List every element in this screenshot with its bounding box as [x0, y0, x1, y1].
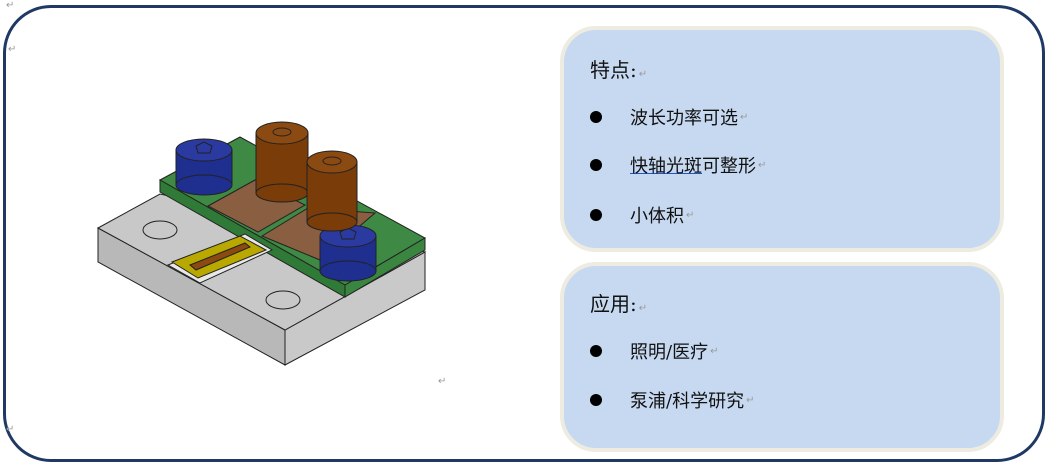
bullet-icon	[590, 345, 602, 357]
post-icon	[306, 150, 358, 232]
paragraph-mark: ↵	[6, 424, 15, 435]
bullet-icon	[590, 209, 602, 221]
features-title: 特点:↵	[590, 58, 648, 82]
paragraph-mark: ↵	[438, 376, 447, 387]
applications-title: 应用:↵	[590, 292, 648, 316]
bullet-icon	[590, 111, 602, 123]
bullet-icon	[590, 394, 602, 406]
applications-box: 应用:↵ 照明/医疗↵ 泵浦/科学研究↵	[560, 262, 1004, 452]
paragraph-mark: ↵	[8, 44, 17, 55]
feature-item: 快轴光斑可整形↵	[590, 152, 766, 178]
feature-item: 波长功率可选↵	[590, 104, 748, 130]
rounded-frame	[3, 5, 1045, 462]
application-item: 照明/医疗↵	[590, 338, 718, 364]
bullet-icon	[590, 159, 602, 171]
paragraph-mark: ↵	[6, 0, 15, 11]
screw-icon	[319, 224, 377, 282]
laser-module-illustration	[96, 121, 427, 366]
features-box: 特点:↵ 波长功率可选↵ 快轴光斑可整形↵ 小体积↵	[560, 26, 1004, 252]
application-item: 泵浦/科学研究↵	[590, 387, 754, 413]
post-icon	[255, 121, 309, 203]
screw-icon	[175, 138, 233, 196]
feature-item: 小体积↵	[590, 202, 694, 228]
